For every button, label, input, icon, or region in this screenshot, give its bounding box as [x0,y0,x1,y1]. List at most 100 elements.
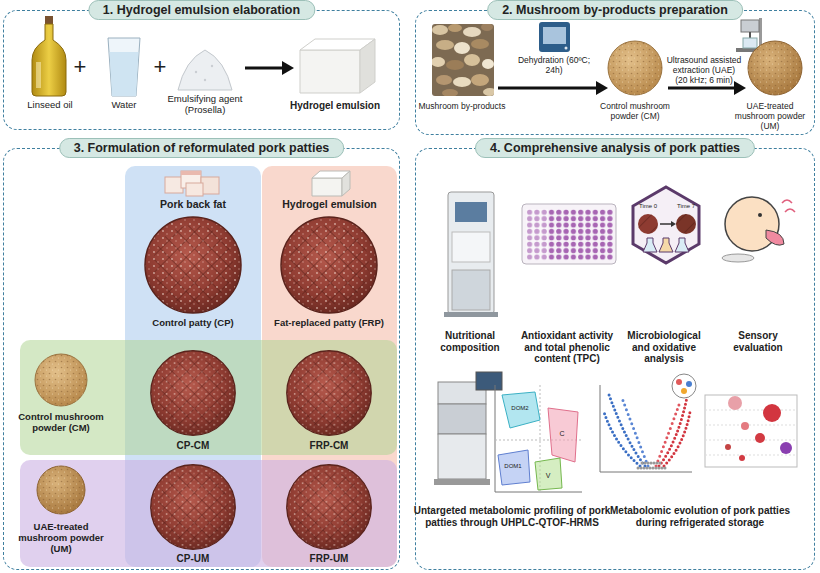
patty [281,217,377,313]
hydrogel-cube [312,171,350,178]
mushroom-byproducts [482,59,494,69]
mushroom-byproducts [454,42,470,54]
bubble-chart [705,410,797,411]
patty [145,217,241,313]
mushroom-byproducts [453,77,471,87]
volcano-plot [642,462,662,465]
uhplc-instrument [434,479,490,485]
oil-bottle [36,62,41,88]
bubble-chart [728,396,742,410]
hydrogel-cube [312,178,342,196]
panel-heading: 4. Comprehensive analysis of pork pattie… [475,138,755,158]
analyzer-instrument [448,192,494,314]
ultrasound-icon [743,38,757,48]
hydrogel-cube [300,39,375,50]
powder-pile [178,50,232,90]
group-band: Control mushroom powder (CM) [20,340,397,455]
analyzer-instrument [455,202,487,222]
pca-plot [540,385,541,492]
patty [287,465,371,549]
oil-bottle [45,16,53,25]
volcano-plot [600,374,696,472]
ultrasound-icon [736,18,764,52]
text-label: Dehydration (60ºC; 24h) [514,56,594,76]
sensory-icon [782,200,792,203]
text-label: Mushroom by-products [415,102,510,112]
volcano-plot [676,379,682,385]
bubble-chart [780,442,792,454]
patty [151,465,235,549]
bubble-chart [705,395,797,467]
bubble-chart [705,455,797,456]
panel-heading: 1. Hydrogel emulsion elaboration [88,0,315,20]
storage-hexagon [659,238,673,252]
hydrogel-cube [300,39,375,93]
ultrasound-icon [741,20,759,32]
mushroom-byproducts [471,39,489,49]
well-plate [522,204,616,264]
water-glass [110,52,139,96]
powder-dish [35,354,87,514]
oil-bottle [32,24,66,96]
powder-dish [35,354,87,406]
mushroom-byproducts [471,74,489,86]
well-plate [522,204,616,264]
band-label: Control mushroom powder (CM) [15,412,107,434]
powder-dish [608,41,662,95]
text-label: Hydrogel emulsion [285,100,385,112]
oven-icon [543,27,566,44]
oven-icon [539,22,570,52]
text-label: Time 7 [671,203,701,210]
water-glass [108,38,140,96]
sensory-icon [785,209,795,212]
analyzer-instrument [444,312,498,317]
volcano-plot [600,472,692,473]
pork-fat [165,177,183,193]
text-label: V [542,472,554,480]
text-label: Antioxidant activity and total phenolic … [511,330,623,365]
well-plate [526,209,548,260]
pork-fat [181,171,201,188]
bubble-chart [705,440,797,441]
powder-pile [195,71,197,73]
powder-dish [748,41,802,95]
flow-arrow [245,61,294,75]
text-label: FRP-UM [289,553,369,565]
sensory-icon [722,197,795,262]
patties [145,217,377,549]
analyzer-instrument [452,270,490,310]
oven-icon [539,22,570,52]
ultrasound-icon [759,18,762,49]
analyzer-instrument [452,232,490,262]
text-label: Linseed oil [15,100,85,111]
ultrasound-icon [749,32,751,43]
powder-pile [204,79,206,81]
storage-hexagon [638,214,658,234]
flow-arrow [282,61,294,75]
text-label: UAE-treated mushroom powder (UM) [728,102,812,131]
text-label: CP-CM [153,440,233,452]
pork-fat [181,171,201,175]
bubble-chart [739,455,745,461]
flow-arrow [668,87,735,90]
text-label: + [70,54,90,79]
sensory-icon [766,230,784,245]
mushroom-byproducts [432,25,448,35]
volcano-plot [600,385,601,472]
text-label: FRP-CM [289,440,369,452]
volcano-plot [659,392,688,466]
text-label: Time 0 [633,203,663,210]
storage-hexagon [676,214,696,234]
bubble-chart [763,404,781,422]
volcano-plot [656,402,680,466]
uhplc-instrument [438,404,486,434]
mushroom-byproducts [432,24,494,96]
storage-hexagon [676,214,696,234]
powder-pile [178,50,232,90]
flow-arrow [498,87,597,90]
uhplc-instrument [438,382,486,404]
mushroom-byproducts [432,24,494,96]
